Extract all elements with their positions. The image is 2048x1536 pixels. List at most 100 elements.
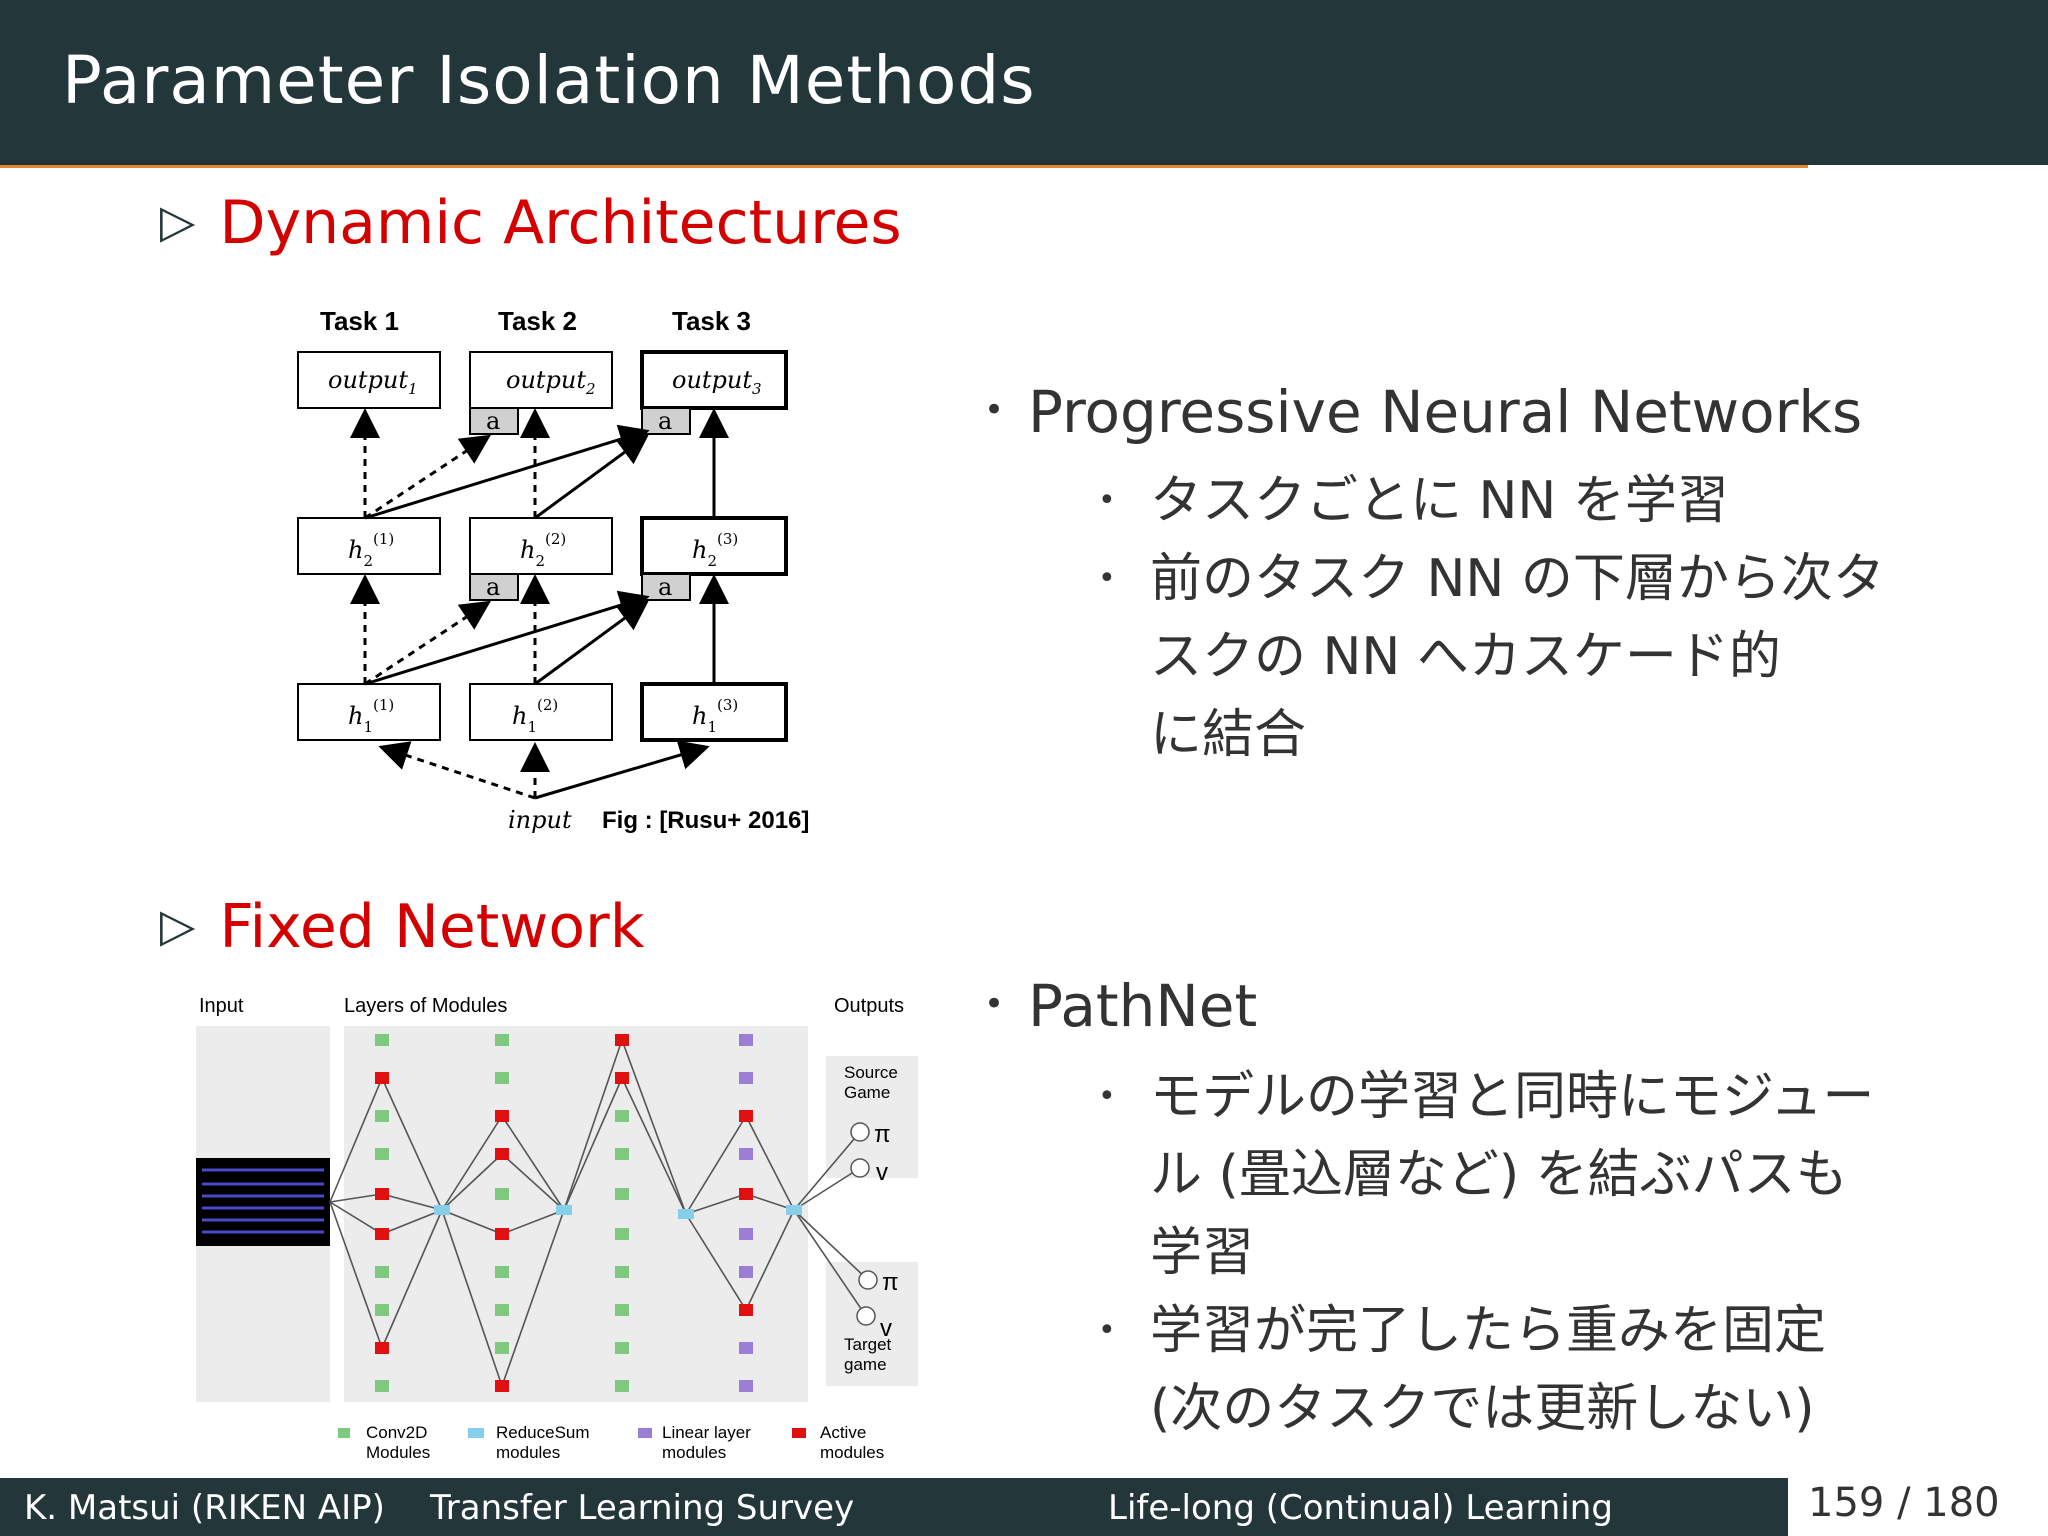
bullet-dot-icon: • xyxy=(1098,483,1116,518)
pnn-sub-1-text: タスクごとに NN を学習 xyxy=(1150,471,1729,531)
path-edge xyxy=(563,1039,623,1211)
path-edge xyxy=(793,1209,869,1281)
pathnet-sub-2-line-2: (次のタスクでは更新しない) xyxy=(1150,1379,1815,1439)
bullet-dot-icon: • xyxy=(1098,561,1116,596)
conv2d-module xyxy=(495,1034,509,1046)
path-edge xyxy=(441,1209,503,1235)
path-edge xyxy=(501,1115,565,1211)
conv2d-module xyxy=(615,1148,629,1160)
linear-module xyxy=(739,1072,753,1084)
bullet-pathnet: • PathNet xyxy=(984,972,1258,1040)
bullet-dot-icon: • xyxy=(1098,1079,1116,1114)
path-edge xyxy=(501,1209,565,1235)
output-pi-node xyxy=(850,1122,870,1142)
linear-module xyxy=(739,1228,753,1240)
triangle-bullet-icon: ▷ xyxy=(160,898,196,952)
path-edge xyxy=(621,1039,687,1215)
path-edge xyxy=(685,1213,747,1311)
conv2d-module xyxy=(495,1188,509,1200)
path-edge xyxy=(793,1167,861,1211)
output-1-label: output xyxy=(328,366,408,394)
active-module xyxy=(739,1110,753,1122)
linear-module xyxy=(739,1342,753,1354)
path-edge xyxy=(441,1153,503,1211)
path-edge xyxy=(381,1193,443,1211)
conv2d-module xyxy=(615,1110,629,1122)
arrow xyxy=(378,741,536,800)
reducesum-module xyxy=(786,1205,802,1215)
linear-module xyxy=(739,1034,753,1046)
active-module xyxy=(739,1304,753,1316)
path-edge xyxy=(745,1209,795,1311)
source-panel xyxy=(826,1056,918,1178)
legend-active-swatch xyxy=(792,1428,806,1438)
path-edge xyxy=(381,1077,443,1211)
page-number: 159 / 180 xyxy=(1808,1480,2000,1526)
output-2-sub: 2 xyxy=(585,380,596,398)
path-edge xyxy=(501,1153,565,1211)
outputs-label: Outputs xyxy=(834,995,904,1017)
input-label: input xyxy=(508,806,572,834)
adapter-label: a xyxy=(486,407,500,435)
path-edge xyxy=(501,1209,565,1387)
active-module xyxy=(495,1148,509,1160)
arrow xyxy=(534,740,710,800)
conv2d-module xyxy=(615,1266,629,1278)
path-edge xyxy=(329,1193,383,1203)
legend-linear: modules xyxy=(662,1443,726,1462)
bullet-pathnet-text: PathNet xyxy=(1028,972,1258,1040)
output-pi-node xyxy=(858,1270,878,1290)
conv2d-module xyxy=(495,1266,509,1278)
path-edge xyxy=(329,1201,383,1235)
section-dynamic-label: Dynamic Architectures xyxy=(219,188,902,258)
progressive-nn-figure: Task 1 Task 2 Task 3 output1 output2 out… xyxy=(297,306,809,834)
conv2d-module xyxy=(615,1228,629,1240)
v-label: v xyxy=(876,1159,888,1186)
conv2d-module xyxy=(375,1266,389,1278)
output-2-box xyxy=(469,351,613,409)
path-edge xyxy=(621,1077,687,1215)
conv2d-module xyxy=(375,1148,389,1160)
output-1-sub: 1 xyxy=(408,380,418,398)
active-module xyxy=(375,1228,389,1240)
active-module xyxy=(495,1228,509,1240)
path-edge xyxy=(329,1201,383,1349)
path-edge xyxy=(381,1209,443,1235)
task-1-label: Task 1 xyxy=(320,306,399,336)
page-number-box xyxy=(1788,1478,2048,1536)
h1-1-box xyxy=(297,683,441,741)
legend-active: Active xyxy=(820,1423,866,1442)
target-label: Target xyxy=(844,1335,892,1354)
adapter-label: a xyxy=(658,573,672,601)
arrow xyxy=(364,600,492,686)
legend-reducesum: ReduceSum xyxy=(496,1423,590,1442)
pnn-sub-2-line-3: に結合 xyxy=(1150,705,1307,765)
source-label: Source xyxy=(844,1063,898,1082)
adapter-box xyxy=(641,573,691,601)
linear-module xyxy=(739,1266,753,1278)
layers-label: Layers of Modules xyxy=(344,995,507,1017)
path-edge xyxy=(793,1131,861,1211)
path-edge xyxy=(563,1077,623,1211)
conv2d-module xyxy=(495,1304,509,1316)
task-3-label: Task 3 xyxy=(672,306,751,336)
active-module xyxy=(375,1072,389,1084)
pi-label: π xyxy=(882,1269,899,1296)
path-edge xyxy=(329,1077,383,1203)
conv2d-module xyxy=(495,1072,509,1084)
source-label: Game xyxy=(844,1083,890,1102)
conv2d-module xyxy=(615,1380,629,1392)
bullet-pnn-text: Progressive Neural Networks xyxy=(1028,378,1863,446)
conv2d-module xyxy=(375,1110,389,1122)
legend-conv2d: Modules xyxy=(366,1443,430,1462)
arrow xyxy=(364,434,492,520)
arrow xyxy=(534,434,649,520)
conv2d-module xyxy=(615,1304,629,1316)
footer-talk: Transfer Learning Survey xyxy=(430,1488,855,1528)
pathnet-figure: Input Layers of Modules Outputs Source G… xyxy=(196,995,918,1462)
legend-conv2d-swatch xyxy=(338,1428,350,1438)
pathnet-sub-1-line-2: ル (畳込層など) を結ぶパスも xyxy=(1150,1145,1848,1205)
path-edge xyxy=(685,1193,747,1215)
adapter-box xyxy=(641,407,691,435)
slide-title: Parameter Isolation Methods xyxy=(62,42,1036,119)
